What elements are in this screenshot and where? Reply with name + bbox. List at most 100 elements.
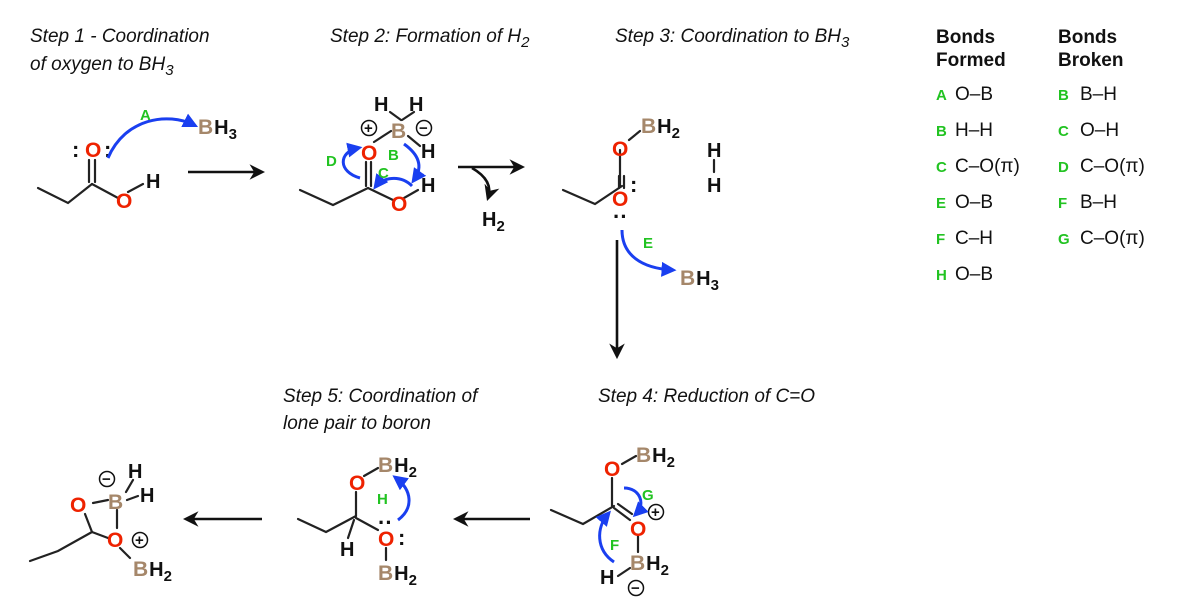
oxonium-oxygen: O: [630, 518, 646, 541]
step2-caption: Step 2: Formation of H2: [330, 26, 530, 51]
broken-header-line2: Broken: [1058, 50, 1123, 71]
formed-bond: H–H: [955, 120, 993, 141]
negative-charge-sign: −: [419, 120, 428, 137]
b-h-bond-2: [400, 110, 416, 122]
formed-letter: C: [936, 159, 947, 176]
boron-hydrogen-2: H: [409, 94, 423, 116]
curly-arrow-e: [620, 229, 677, 277]
positive-charge: [360, 119, 378, 137]
broken-header-line1: Bonds: [1058, 27, 1117, 48]
c-h-bond: [346, 518, 356, 540]
boron-hydrogen-2: H: [140, 485, 154, 507]
alkoxy-oxygen: O: [378, 528, 394, 551]
broken-bond: O–H: [1080, 120, 1119, 141]
o-h-bond: [402, 188, 420, 200]
arrow-label-b: B: [388, 147, 399, 164]
c-o-double-1: [612, 506, 632, 522]
o-b-bond: [372, 129, 393, 144]
c-oh-bond: [366, 186, 395, 202]
boron-hydrogen-3: H: [421, 141, 435, 163]
carbinol-hydrogen: H: [340, 539, 354, 561]
broken-bond: B–H: [1080, 84, 1117, 105]
curly-arrow-d: [341, 142, 363, 180]
borane-1: BH3: [198, 116, 237, 143]
carbonyl-oxygen: O: [85, 139, 101, 162]
step2-structure: O B H H H O H + − D B C: [298, 94, 435, 216]
broken-letter: F: [1058, 195, 1067, 212]
o-h-bond: [126, 182, 145, 194]
bh2-group-top: BH2: [636, 444, 675, 471]
c-o-double-2: [616, 502, 634, 516]
step5-structure: O BH2 O ·· : H BH2 H: [296, 454, 417, 589]
curly-arrow-b: [403, 142, 427, 184]
positive-charge: [131, 531, 149, 549]
formed-bond: O–B: [955, 84, 993, 105]
ethyl-bonds: [28, 530, 94, 563]
formed-letter: A: [936, 87, 947, 104]
lone-pair-left: :: [72, 137, 79, 162]
broken-bond: B–H: [1080, 192, 1117, 213]
step5-caption-line2: lone pair to boron: [283, 413, 431, 434]
carbonyl-oxygen: O: [612, 188, 628, 211]
negative-charge: [627, 579, 645, 597]
ring-oxygen-top: O: [349, 472, 365, 495]
broken-letter: G: [1058, 231, 1070, 248]
formed-bond: O–B: [955, 192, 993, 213]
formed-bond: C–O(π): [955, 156, 1020, 177]
ring-bond-1: [83, 512, 94, 534]
broken-letter: C: [1058, 123, 1069, 140]
ethyl-bonds: [298, 186, 370, 207]
formed-bond: O–B: [955, 264, 993, 285]
boron-hydrogen-1: H: [128, 461, 142, 483]
c-o-bond-right: [354, 516, 380, 532]
step1-caption-line1: Step 1 - Coordination: [30, 26, 210, 47]
b-h-bond-1: [124, 478, 135, 494]
curly-arrow-c: [373, 173, 414, 190]
ethyl-bonds: [561, 184, 624, 206]
h2-hydrogen-bottom: H: [707, 175, 721, 197]
formed-letter: F: [936, 231, 945, 248]
formed-letter: B: [936, 123, 947, 140]
step1-caption-line2: of oxygen to BH3: [30, 54, 174, 79]
step3-structure: O BH2 O : ·· H H E BH3: [561, 115, 721, 294]
lone-pair-right: :: [398, 525, 405, 550]
acyloxy-oxygen: O: [612, 138, 628, 161]
step4-structure: O BH2 O + BH2 H − F G: [549, 444, 675, 597]
hydroxyl-oxygen: O: [116, 190, 132, 213]
step1-structure: O : : O H BH3 A: [36, 107, 237, 213]
b-h-bond-3: [406, 134, 422, 148]
product-structure: O B H H − O + BH2: [28, 461, 172, 585]
ring-bond-2: [90, 530, 110, 540]
arrow-label-g: G: [642, 487, 654, 504]
bonds-table: Bonds Formed Bonds Broken A O–B B H–H C …: [936, 27, 1145, 285]
lone-pair-top: ··: [378, 510, 393, 535]
boron-hydrogen-1: H: [374, 94, 388, 116]
acyloxy-oxygen: O: [604, 458, 620, 481]
negative-charge-sign: −: [631, 580, 640, 597]
hydroxyl-oxygen: O: [391, 193, 407, 216]
oxonium-oxygen: O: [361, 142, 377, 165]
o-b-bond: [627, 129, 642, 142]
broken-letter: D: [1058, 159, 1069, 176]
broken-bond: C–O(π): [1080, 156, 1145, 177]
negative-charge: [98, 470, 116, 488]
bh2-top: BH2: [378, 454, 417, 481]
lone-pair-bottom: ··: [613, 204, 628, 229]
arrow-label-e: E: [643, 235, 653, 252]
step5-caption-line1: Step 5: Coordination of: [283, 386, 479, 407]
arrow-label-c: C: [378, 165, 389, 182]
h2-byproduct: H2: [482, 209, 505, 235]
bh2-group-bottom: BH2: [630, 552, 669, 579]
arrow-label-d: D: [326, 153, 337, 170]
ring-oxygen-right: O: [107, 529, 123, 552]
b-h-bond: [616, 566, 632, 578]
step3-caption: Step 3: Coordination to BH3: [615, 26, 850, 51]
bh2-group: BH2: [133, 558, 172, 585]
positive-charge-sign: +: [364, 120, 373, 137]
curly-arrow-f: [595, 510, 615, 564]
negative-charge-sign: −: [102, 471, 111, 488]
ethyl-bonds: [36, 182, 94, 205]
formed-bond: C–H: [955, 228, 993, 249]
curly-arrow-a: [106, 113, 199, 159]
ring-bond-3: [91, 498, 110, 505]
